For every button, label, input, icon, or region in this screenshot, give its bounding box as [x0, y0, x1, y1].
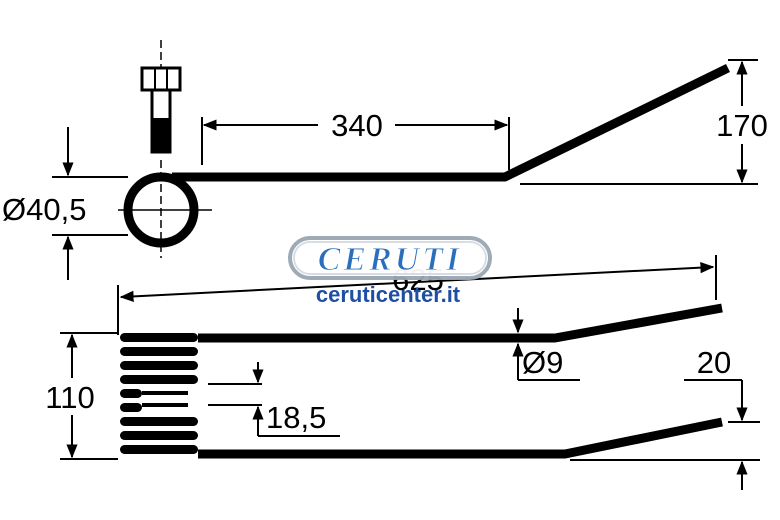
- dim-wire-diameter: Ø9: [522, 345, 563, 380]
- dim-coil-height: 110: [45, 380, 94, 415]
- coil-stack: [120, 333, 198, 454]
- dim-coil-diameter: Ø40,5: [2, 192, 86, 227]
- bolt-icon: [140, 40, 182, 154]
- side-view: 625 110 18,5: [45, 255, 760, 490]
- dim-coil-gap: 18,5: [266, 400, 326, 435]
- dim-tip-offset: 20: [697, 345, 731, 380]
- ceruti-logo: CERUTI ceruticenter.it: [288, 236, 492, 307]
- tine-wire-top: [172, 63, 730, 182]
- dim-length-straight: 340: [331, 108, 383, 143]
- tine-wire-lower: [198, 417, 723, 459]
- brand-name: CERUTI: [318, 241, 463, 278]
- dim-height-bend: 170: [716, 108, 768, 143]
- brand-url: ceruticenter.it: [316, 282, 461, 307]
- tine-wire-upper: [198, 303, 723, 343]
- top-view: 340 170 Ø40,5: [2, 40, 768, 280]
